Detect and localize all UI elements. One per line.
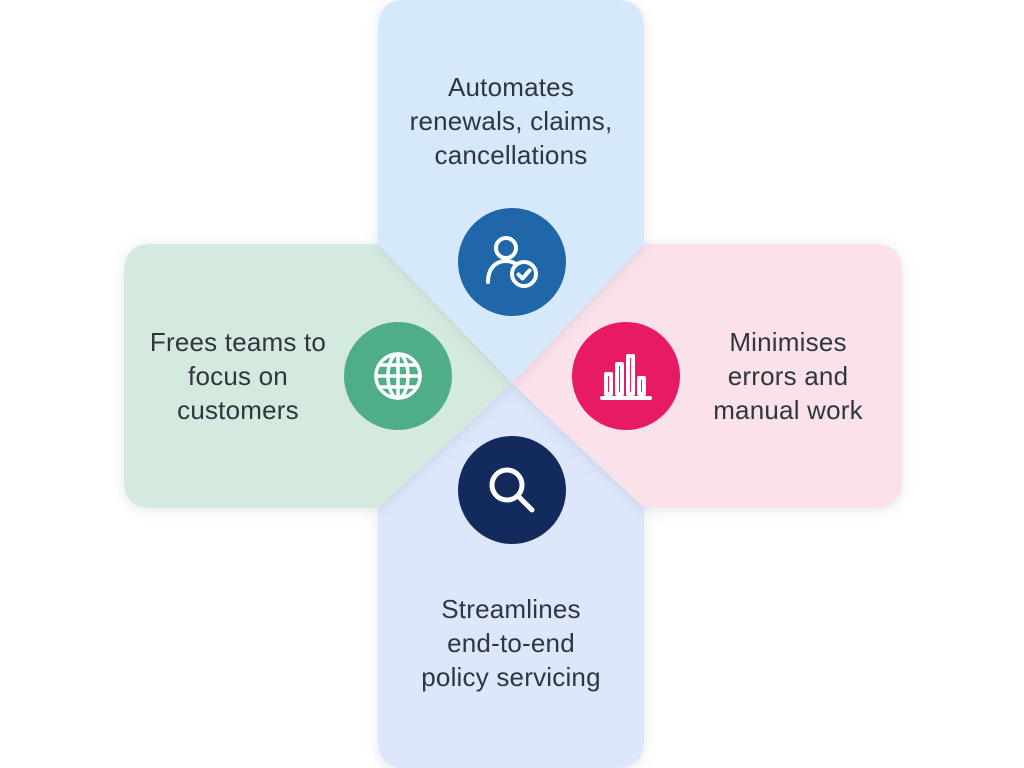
search-icon [489, 467, 535, 513]
left-card-line-1: Frees teams to [149, 327, 327, 357]
bottom-icon-circle [458, 436, 566, 544]
left-card-text: Frees teams to focus on customers [124, 325, 352, 427]
bottom-card-line-3: policy servicing [421, 662, 601, 692]
petal-top [378, 0, 644, 383]
petal-bottom [378, 383, 644, 768]
right-card-line-3: manual work [713, 395, 863, 425]
bottom-card-line-2: end-to-end [447, 628, 575, 658]
bottom-card-text: Streamlines end-to-end policy servicing [378, 592, 644, 694]
top-icon-circle [458, 208, 566, 316]
petal-left [124, 244, 512, 508]
right-card-line-2: errors and [727, 361, 849, 391]
right-icon-circle [572, 322, 680, 430]
right-card-text: Minimises errors and manual work [680, 325, 896, 427]
bar-chart-icon [600, 354, 652, 400]
left-card-line-2: focus on [188, 361, 288, 391]
user-check-icon [486, 236, 538, 288]
bottom-card-line-1: Streamlines [441, 594, 581, 624]
top-card-line-3: cancellations [434, 140, 588, 170]
top-card-text: Automates renewals, claims, cancellation… [378, 70, 644, 172]
right-card-line-1: Minimises [729, 327, 847, 357]
globe-icon [374, 352, 422, 400]
top-card-line-1: Automates [447, 72, 575, 102]
top-card-line-2: renewals, claims, [409, 106, 613, 136]
left-card-line-3: customers [177, 395, 299, 425]
petal-right [512, 244, 902, 508]
left-icon-circle [344, 322, 452, 430]
